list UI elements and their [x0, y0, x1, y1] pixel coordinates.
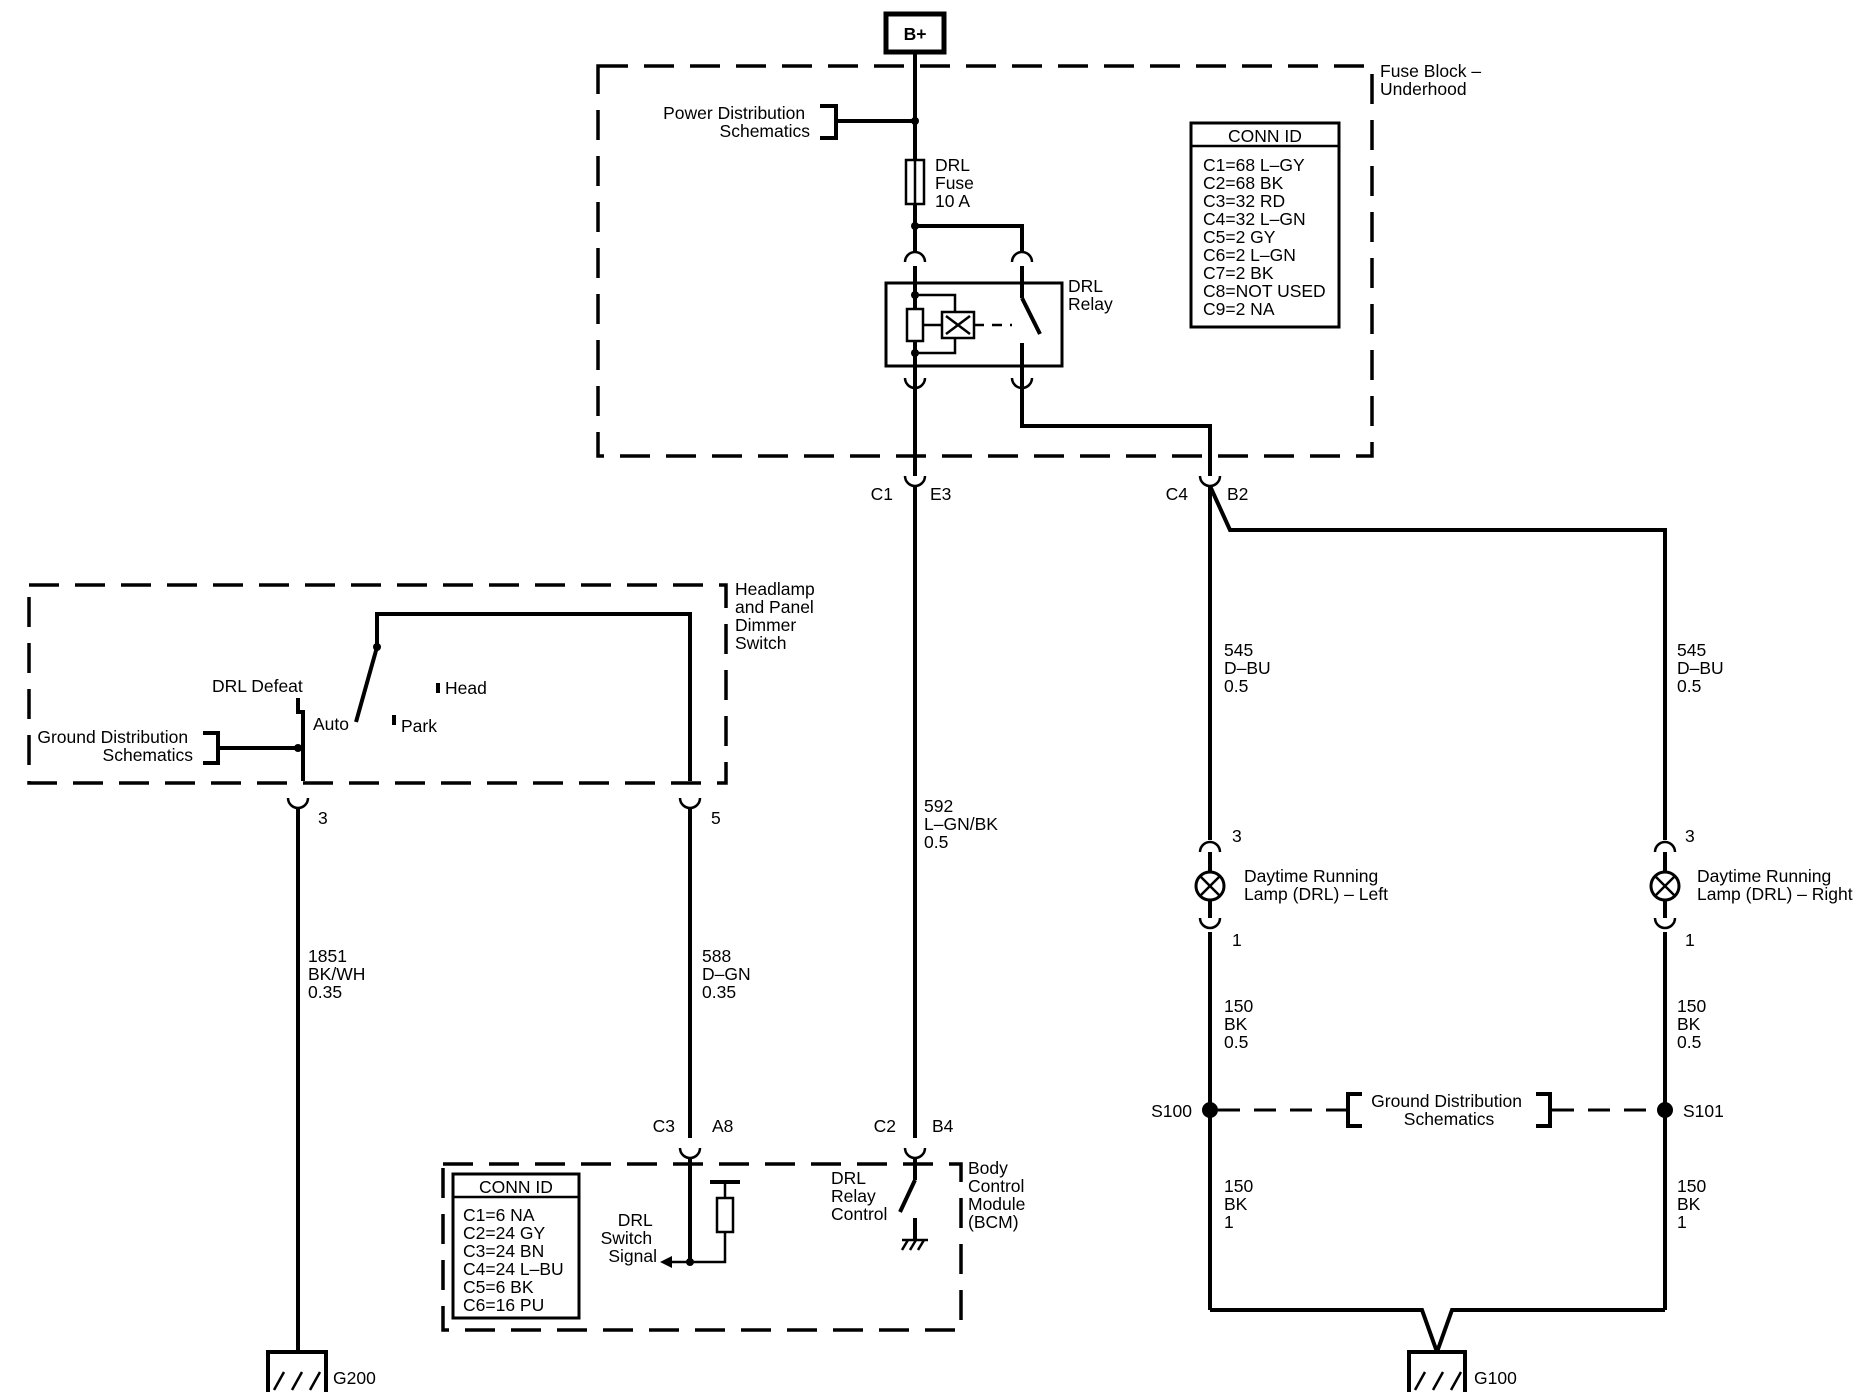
- drl-left-pin-3: 3: [1232, 826, 1242, 846]
- power-distribution-reference: Power Distribution Schematics: [663, 103, 919, 141]
- connector-c4-label: C4: [1166, 484, 1189, 504]
- drl-right-pin-3: 3: [1685, 826, 1695, 846]
- drl-left-lamp: [1194, 840, 1226, 930]
- wire-150-right-upper-label: 150 BK 0.5: [1677, 996, 1711, 1052]
- wire-150-right-lower-label: 150 BK 1: [1677, 1176, 1711, 1232]
- connector-c1-label: C1: [871, 484, 893, 504]
- wire-588-label: 588 D–GN 0.35: [702, 946, 756, 1002]
- battery-label: B+: [904, 24, 927, 44]
- drl-right-label: Daytime Running Lamp (DRL) – Right: [1697, 866, 1853, 904]
- bcm-title: Body Control Module (BCM): [968, 1158, 1030, 1232]
- fuse-block-title: Fuse Block – Underhood: [1380, 61, 1486, 99]
- wire-150-left-lower-label: 150 BK 1: [1224, 1176, 1258, 1232]
- connector-e3-label: E3: [930, 484, 951, 504]
- svg-text:C1=68 L–GY C2=68 BK: C1=68 L–GY C2=68 BK C3=32 RD C4=32 L–GN …: [1203, 155, 1331, 319]
- ground-g100-icon: [1407, 1350, 1467, 1392]
- connector-b2-label: B2: [1227, 484, 1248, 504]
- switch-wiper: [354, 646, 379, 723]
- drl-switch-signal-label: DRL Switch Signal: [601, 1210, 657, 1266]
- ground-g100-label: G100: [1474, 1368, 1517, 1388]
- drl-fuse-label: DRL Fuse 10 A: [935, 155, 979, 211]
- park-label: Park: [401, 716, 437, 736]
- connector-b4-label: B4: [932, 1116, 954, 1136]
- wire-1851-label: 1851 BK/WH 0.35: [308, 946, 370, 1002]
- drl-right-lamp: [1649, 840, 1681, 930]
- battery-positive-terminal: B+: [883, 11, 947, 55]
- relay-switch-feed: [915, 224, 1024, 248]
- relay-output-wire: [1020, 384, 1212, 476]
- drl-relay-control-label: DRL Relay Control: [831, 1168, 887, 1224]
- g100-left-lead: [1210, 1308, 1439, 1353]
- signal-arrow-icon: [660, 1256, 672, 1268]
- drl-right-pin-1: 1: [1685, 930, 1695, 950]
- svg-text:Power Distribution Schem: Power Distribution Schematics: [663, 103, 810, 141]
- bcm-chassis-ground-icon: [900, 1238, 928, 1251]
- svg-text:CONN ID: CONN ID: [1228, 126, 1302, 146]
- drl-fuse: [904, 158, 926, 206]
- wire-545-right-label: 545 D–BU 0.5: [1677, 640, 1729, 696]
- relay-coil-icon: [923, 310, 976, 340]
- fuse-block-outline: [596, 64, 1374, 458]
- svg-text:C1=6 NA C2=24 GY C: C1=6 NA C2=24 GY C3=24 BN C4=24 L–BU C5=…: [463, 1205, 569, 1315]
- auto-label: Auto: [313, 714, 349, 734]
- splice-s101-label: S101: [1683, 1101, 1724, 1121]
- headlamp-switch-outline: [27, 583, 728, 785]
- switch-common: [296, 698, 305, 781]
- drl-left-pin-1: 1: [1232, 930, 1242, 950]
- drl-left-label: Daytime Running Lamp (DRL) – Left: [1244, 866, 1388, 904]
- headlamp-switch-title: Headlamp and Panel Dimmer Switch: [735, 579, 820, 653]
- ground-g200-icon: [266, 1350, 328, 1392]
- head-label: Head: [445, 678, 487, 698]
- wire-545-right: [1208, 485, 1667, 840]
- switch-pin5-path: [375, 612, 692, 781]
- splice-s100-label: S100: [1151, 1101, 1192, 1121]
- connector-c4-b2: [1198, 475, 1222, 488]
- switch-pin-3-label: 3: [318, 808, 328, 828]
- wire-592-label: 592 L–GN/BK 0.5: [924, 796, 1003, 852]
- relay-pin-coil-in: [903, 250, 927, 263]
- connector-c3-label: C3: [653, 1116, 675, 1136]
- drl-relay-label: DRL Relay: [1068, 276, 1113, 314]
- g100-right-lead: [1435, 1308, 1665, 1353]
- relay-contact: [1020, 297, 1042, 335]
- bcm-outline: [441, 1162, 963, 1332]
- ground-g200-label: G200: [333, 1368, 376, 1388]
- svg-text:Ground Distribution Sche: Ground Distribution Schematics: [37, 727, 193, 765]
- relay-resistor: [905, 307, 925, 343]
- splice-s100: [1202, 1102, 1218, 1118]
- wire-150-left-upper-label: 150 BK 0.5: [1224, 996, 1258, 1052]
- connector-c3-a8: [678, 1147, 702, 1160]
- bcm-conn-id-table: CONN ID C1=6 NA C2=24 GY C3=24 BN C4=24 …: [451, 1172, 581, 1320]
- fuse-block-conn-id-table: CONN ID C1=68 L–GY C2=68 BK C3=32 RD C4=…: [1189, 121, 1341, 329]
- relay-pin-switch-in: [1010, 250, 1034, 263]
- switch-pin-3-connector: [286, 797, 310, 810]
- splice-s101: [1657, 1102, 1673, 1118]
- splice-ground-reference: Ground Distribution Schematics: [1346, 1091, 1552, 1129]
- drl-defeat-label: DRL Defeat: [212, 676, 303, 696]
- svg-text:Ground Distribution Sche: Ground Distribution Schematics: [1371, 1091, 1527, 1129]
- connector-a8-label: A8: [712, 1116, 733, 1136]
- wire-545-left-label: 545 D–BU 0.5: [1224, 640, 1276, 696]
- connector-c2-b4: [903, 1147, 927, 1160]
- relay-control-switch: [898, 1179, 917, 1213]
- switch-ground-reference: Ground Distribution Schematics: [37, 727, 302, 765]
- pullup-resistor: [690, 1180, 740, 1264]
- svg-text:CONN ID: CONN ID: [479, 1177, 553, 1197]
- switch-pin-5-connector: [678, 797, 702, 810]
- connector-c2-label: C2: [874, 1116, 896, 1136]
- connector-c1-e3: [903, 475, 927, 488]
- switch-pin-5-label: 5: [711, 808, 721, 828]
